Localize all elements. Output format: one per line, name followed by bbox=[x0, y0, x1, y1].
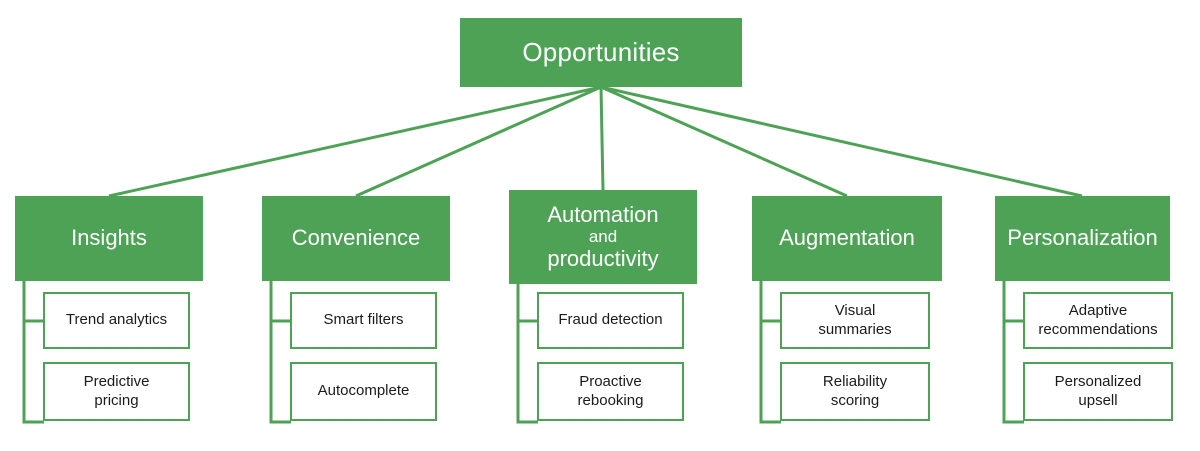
branch-node-label: Personalization bbox=[1007, 225, 1158, 251]
leaf-node-label-line-2: rebooking bbox=[577, 391, 644, 409]
leaf-node-label-line-2: pricing bbox=[94, 391, 139, 409]
connector-branch-3-trunk bbox=[516, 284, 538, 424]
leaf-node-smart-filters[interactable]: Smart filters bbox=[290, 292, 437, 349]
leaf-node-label-line-1: Predictive bbox=[83, 373, 150, 391]
connector-root-to-branch-4 bbox=[600, 85, 848, 198]
leaf-node-label: Trend analytics bbox=[65, 311, 168, 329]
leaf-node-label: Smart filters bbox=[323, 311, 404, 329]
leaf-node-predictive-pricing[interactable]: Predictive pricing bbox=[43, 362, 190, 421]
leaf-node-label: Adaptive recommendations bbox=[1026, 302, 1169, 339]
leaf-node-label: Fraud detection bbox=[558, 311, 663, 329]
leaf-node-autocomplete[interactable]: Autocomplete bbox=[290, 362, 437, 421]
connector-root-to-branch-1 bbox=[108, 85, 602, 198]
branch-node-label-line-1: Automation bbox=[547, 201, 659, 227]
leaf-node-label-line-1: Adaptive bbox=[1068, 302, 1128, 320]
connector-branch-1-trunk bbox=[22, 281, 44, 424]
root-node-opportunities[interactable]: Opportunities bbox=[460, 18, 742, 87]
branch-node-personalization[interactable]: Personalization bbox=[995, 196, 1170, 281]
leaf-node-label-line-1: Visual bbox=[834, 302, 876, 320]
connector-branch-5-trunk bbox=[1002, 281, 1024, 424]
leaf-node-adaptive-recommendations[interactable]: Adaptive recommendations bbox=[1023, 292, 1173, 349]
branch-node-label: Insights bbox=[71, 225, 147, 251]
connector-root-to-branch-2 bbox=[355, 85, 602, 198]
leaf-node-label: Autocomplete bbox=[317, 382, 410, 400]
leaf-node-fraud-detection[interactable]: Fraud detection bbox=[537, 292, 684, 349]
connector-root-to-branch-5 bbox=[600, 85, 1083, 198]
branch-node-label-line-2: and bbox=[588, 227, 618, 247]
connector-root-to-branch-3 bbox=[599, 86, 605, 191]
leaf-node-label-line-2: recommendations bbox=[1038, 320, 1158, 338]
leaf-node-label: Visual summaries bbox=[806, 302, 903, 339]
leaf-node-trend-analytics[interactable]: Trend analytics bbox=[43, 292, 190, 349]
leaf-node-visual-summaries[interactable]: Visual summaries bbox=[780, 292, 930, 349]
leaf-node-label: Predictive pricing bbox=[72, 373, 162, 410]
leaf-node-label: Personalized upsell bbox=[1043, 373, 1154, 410]
leaf-node-label: Reliability scoring bbox=[811, 373, 899, 410]
leaf-node-label-line-1: Personalized bbox=[1054, 373, 1142, 391]
branch-node-convenience[interactable]: Convenience bbox=[262, 196, 450, 281]
leaf-node-label: Proactive rebooking bbox=[566, 373, 656, 410]
connector-branch-4-trunk bbox=[759, 281, 781, 424]
leaf-node-label-line-2: summaries bbox=[818, 320, 892, 338]
branch-node-label: Convenience bbox=[291, 225, 421, 251]
branch-node-label-line-3: productivity bbox=[547, 245, 659, 271]
connector-branch-2-trunk bbox=[269, 281, 291, 424]
branch-node-label: Augmentation bbox=[779, 225, 915, 251]
leaf-node-label-line-1: Reliability bbox=[822, 373, 888, 391]
branch-node-augmentation[interactable]: Augmentation bbox=[752, 196, 942, 281]
leaf-node-personalized-upsell[interactable]: Personalized upsell bbox=[1023, 362, 1173, 421]
root-node-label: Opportunities bbox=[522, 37, 680, 67]
branch-node-insights[interactable]: Insights bbox=[15, 196, 203, 281]
leaf-node-proactive-rebooking[interactable]: Proactive rebooking bbox=[537, 362, 684, 421]
leaf-node-reliability-scoring[interactable]: Reliability scoring bbox=[780, 362, 930, 421]
leaf-node-label-line-2: upsell bbox=[1078, 391, 1118, 409]
leaf-node-label-line-1: Proactive bbox=[579, 373, 642, 391]
branch-node-automation-and-productivity[interactable]: Automation and productivity bbox=[509, 190, 697, 284]
leaf-node-label-line-2: scoring bbox=[830, 391, 880, 409]
